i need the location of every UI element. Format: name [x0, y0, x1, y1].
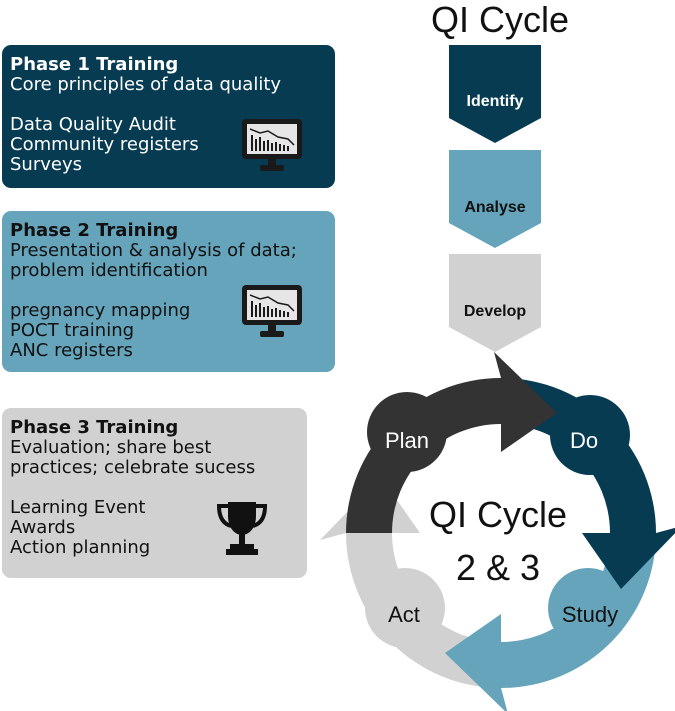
monitor-chart-icon [242, 119, 302, 171]
trophy-icon [216, 502, 268, 555]
phase-2-description: problem identification [10, 260, 208, 281]
phase-2-description: Presentation & analysis of data; [10, 240, 297, 261]
phase-3-item: Awards [10, 517, 76, 538]
monitor-chart-icon [242, 285, 302, 337]
phase-1-item: Surveys [10, 154, 82, 175]
phase-3-description: Evaluation; share best [10, 437, 212, 458]
cycle-center-subtitle: 2 & 3 [456, 547, 540, 588]
phase-3-item: Action planning [10, 537, 151, 558]
study-arc [445, 533, 656, 711]
do-label: Do [570, 428, 598, 453]
phase-3-description: practices; celebrate sucess [10, 457, 256, 478]
analyse-arrow [449, 150, 541, 248]
identify-arrow [449, 45, 541, 143]
phase-3-box: Phase 3 Training Evaluation; share best … [2, 408, 307, 578]
phase-2-item: pregnancy mapping [10, 300, 191, 321]
phase-1-box: Phase 1 Training Core principles of data… [2, 45, 335, 188]
phase-1-title: Phase 1 Training [10, 54, 179, 75]
phase-3-title: Phase 3 Training [10, 417, 179, 438]
analyse-label: Analyse [464, 199, 525, 216]
phase-2-item: POCT training [10, 320, 135, 341]
plan-arc [346, 352, 557, 533]
phase-1-description: Core principles of data quality [10, 74, 282, 95]
phase-2-item: ANC registers [10, 340, 133, 361]
develop-label: Develop [464, 303, 526, 320]
develop-arrow [449, 254, 541, 352]
do-arc [501, 378, 675, 589]
study-label: Study [562, 602, 618, 627]
plan-label: Plan [385, 428, 429, 453]
identify-label: Identify [467, 93, 524, 110]
qi-cycle-title: QI Cycle [430, 0, 570, 40]
phase-1-item: Data Quality Audit [10, 114, 176, 135]
phase-1-item: Community registers [10, 134, 199, 155]
phase-3-item: Learning Event [10, 497, 146, 518]
cycle-center-title: QI Cycle [429, 494, 567, 535]
phase-2-title: Phase 2 Training [10, 220, 179, 241]
act-label: Act [388, 602, 420, 627]
phase-2-box: Phase 2 Training Presentation & analysis… [2, 211, 335, 372]
